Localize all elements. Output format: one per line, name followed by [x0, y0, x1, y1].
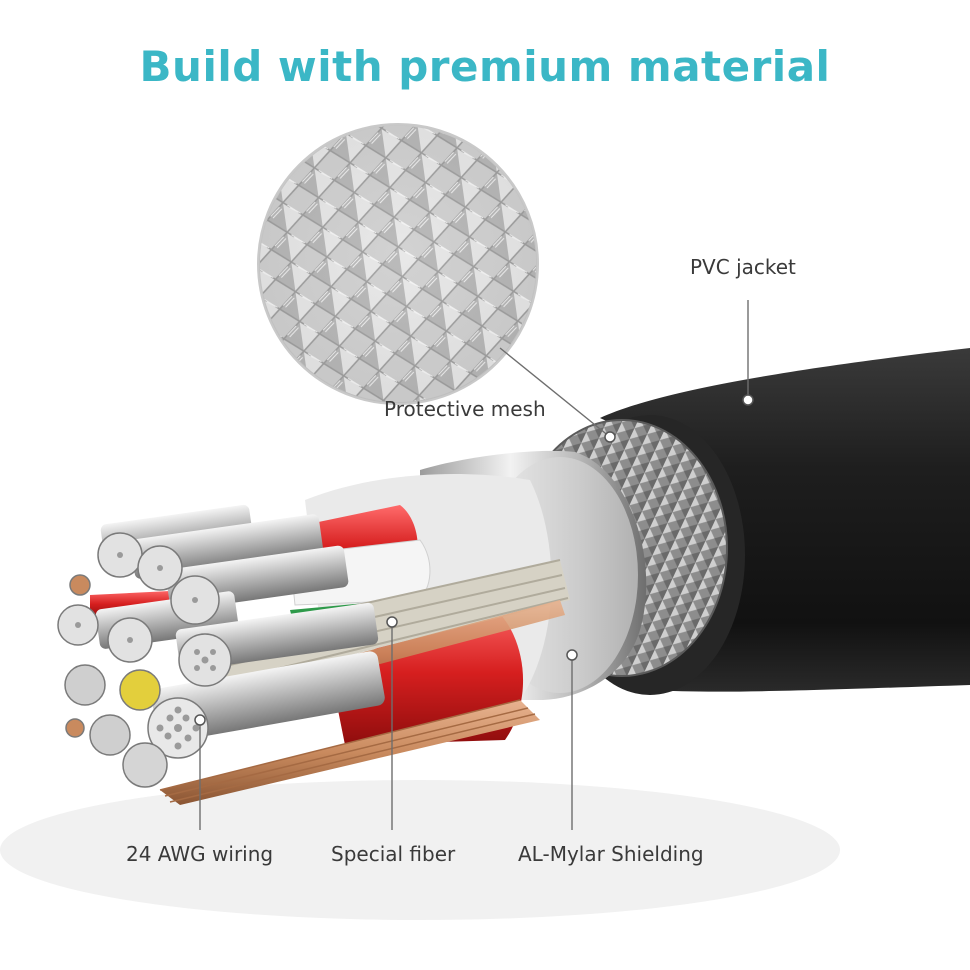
- label-protective-mesh: Protective mesh: [384, 397, 546, 421]
- label-al-mylar-shielding: AL-Mylar Shielding: [518, 842, 704, 866]
- mesh-zoom-circle: [257, 123, 539, 405]
- strand-dots: [75, 552, 216, 750]
- leader-dots: [194, 394, 754, 726]
- floor-reflection: [0, 780, 840, 920]
- leader-lines: [199, 300, 749, 830]
- label-pvc-jacket: PVC jacket: [690, 255, 796, 279]
- label-special-fiber: Special fiber: [331, 842, 456, 866]
- copper-strands: [160, 700, 540, 805]
- fiber-bundle: [200, 560, 570, 690]
- label-24-awg-wiring: 24 AWG wiring: [126, 842, 274, 866]
- page-title: Build with premium material: [139, 42, 831, 91]
